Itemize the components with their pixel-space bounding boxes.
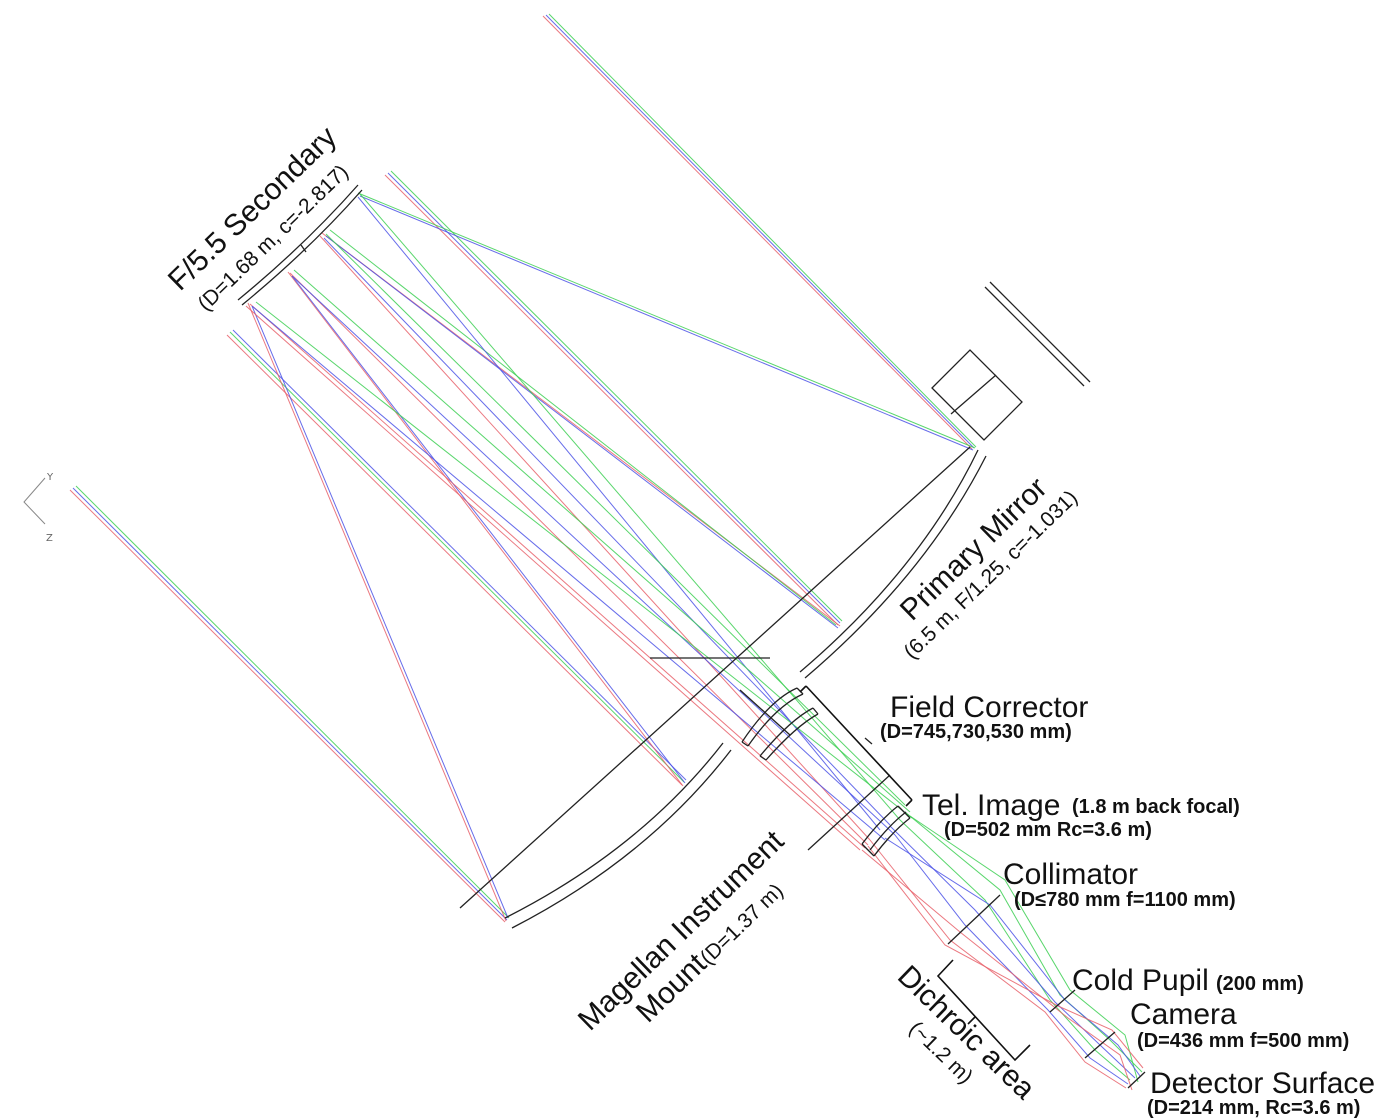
- incoming-beam-upper: [542, 13, 977, 450]
- optical-elements: [237, 184, 1146, 1089]
- tel-image-note: (1.8 m back focal): [1072, 796, 1240, 818]
- field-corrector-params: (D=745,730,530 mm): [880, 721, 1072, 743]
- mount-leader: [807, 774, 891, 851]
- incoming-beam-left: [226, 329, 687, 786]
- dichroic-bracket: [936, 959, 1031, 1062]
- tel-image-title: Tel. Image: [922, 789, 1060, 822]
- field-corrector-lenses: [739, 687, 819, 761]
- field-corrector-bracket: [799, 685, 913, 807]
- collimator-title: Collimator: [1003, 858, 1138, 891]
- secondary-mirror: [237, 184, 363, 306]
- optical-axis-line: [459, 446, 971, 909]
- camera-lens: [1084, 1031, 1116, 1059]
- axis-z-label: Z: [46, 533, 53, 544]
- cold-pupil-params: (200 mm): [1216, 973, 1304, 995]
- cold-pupil-plane: [1049, 989, 1076, 1013]
- detector-title: Detector Surface: [1150, 1067, 1375, 1100]
- primary-mirror: [504, 449, 987, 929]
- axis-y-label: Y: [46, 472, 54, 483]
- primary-to-secondary-rays: [247, 192, 976, 922]
- secondary-to-corrector-rays: [245, 193, 913, 851]
- corrector-leader: [864, 737, 873, 745]
- camera-title: Camera: [1130, 998, 1237, 1031]
- detector-surface: [1127, 1071, 1146, 1089]
- ray-traces: [69, 13, 1144, 1091]
- detector-params: (D=214 mm, Rc=3.6 m): [1147, 1097, 1360, 1119]
- collimator-plane: [947, 894, 1001, 945]
- tel-image-params: (D=502 mm Rc=3.6 m): [944, 819, 1152, 841]
- tube-strut: [984, 281, 1091, 387]
- instrument-rays: [861, 811, 1144, 1091]
- incoming-beam-lower: [69, 485, 510, 923]
- axis-indicator: Y Z: [23, 472, 54, 544]
- camera-params: (D=436 mm f=500 mm): [1137, 1030, 1349, 1052]
- mount-label: Magellan Instrument: [572, 824, 791, 1037]
- incoming-beam-middle: [384, 170, 843, 626]
- field-corrector-title: Field Corrector: [890, 691, 1088, 724]
- mount-line1: Magellan Instrument: [572, 824, 791, 1037]
- cold-pupil-title: Cold Pupil: [1072, 964, 1209, 997]
- secondary-baffle: [931, 349, 1023, 441]
- collimator-params: (D≤780 mm f=1100 mm): [1014, 889, 1236, 911]
- tel-image-lenses: [861, 805, 911, 857]
